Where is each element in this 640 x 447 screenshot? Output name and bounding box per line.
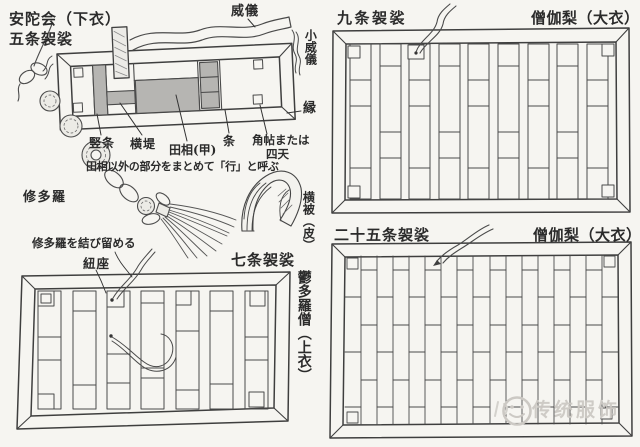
- shutara-label: 修多羅: [23, 190, 67, 205]
- tatejo-strip: [92, 64, 109, 116]
- gojo-kesa-accessories: [42, 16, 301, 80]
- kujo-subtitle: 僧伽梨（大衣）: [531, 9, 640, 27]
- kakucho-label: 角帖または 四天: [252, 133, 310, 162]
- kujo-title: 九条袈裟: [337, 9, 408, 27]
- gojo-title-line2: 五条袈裟: [9, 30, 74, 48]
- heri-label: 縁: [303, 101, 317, 116]
- tie-note-leader: [114, 251, 133, 278]
- corner-patches: [72, 59, 264, 113]
- gojo-title: 安陀会（下衣） 五条袈裟: [9, 10, 121, 48]
- himoza-label: 紐座: [83, 256, 111, 271]
- nijugojo-kesa-drawing: [329, 224, 633, 439]
- uttaraso-side-title: 鬱多羅僧（上衣）: [295, 270, 312, 382]
- gojo-kesa-drawing: [56, 26, 296, 131]
- watermark-logo-icon: [494, 396, 532, 426]
- sho-igi-cord: [291, 29, 301, 76]
- nijugojo-cord: [436, 224, 494, 264]
- shichijo-cords: [111, 248, 177, 372]
- kujo-kesa-drawing: [331, 3, 631, 214]
- shutara-cord-drawing: [17, 23, 237, 259]
- kujo-cord: [415, 3, 457, 54]
- jo-strip: [198, 61, 221, 110]
- tassel-strands: [160, 203, 237, 259]
- jo-label: 条: [223, 134, 236, 148]
- gyo-caption: 田相以外の部分をまとめて「行」と呼ぶ: [86, 160, 279, 173]
- denso-panel: [134, 77, 201, 114]
- kakucho-label-line1: 角帖または: [252, 133, 310, 147]
- igi-ribbon: [129, 16, 292, 51]
- nijugojo-title: 二十五条袈裟: [334, 226, 431, 244]
- tie-note-label: 修多羅を結び留める: [32, 236, 136, 250]
- yokotsutsumi-label: 横堤: [130, 137, 157, 151]
- shichijo-title: 七条袈裟: [231, 251, 296, 269]
- igi-label: 威儀: [231, 4, 260, 19]
- watermark-text: 传统服饰: [532, 399, 621, 421]
- left-tie-cord: [42, 55, 54, 80]
- gojo-leader-lines: [96, 18, 302, 142]
- shichijo-kesa-drawing: [16, 248, 291, 430]
- ohi-drawing: [241, 170, 303, 232]
- tatejo-label: 竪条: [89, 136, 116, 150]
- nijugojo-subtitle: 僧伽梨（大衣）: [533, 226, 640, 244]
- kakucho-label-line2: 四天: [266, 146, 289, 161]
- gojo-title-line1: 安陀会（下衣）: [9, 10, 122, 28]
- denso-label: 田相(甲): [169, 143, 217, 157]
- igi-strap: [111, 26, 130, 80]
- ohi-label: 横被（皮）: [301, 191, 316, 251]
- sho-igi-label: 小威儀: [303, 29, 318, 65]
- himoza-leader: [95, 269, 107, 294]
- yokotsutsumi-band: [106, 89, 136, 106]
